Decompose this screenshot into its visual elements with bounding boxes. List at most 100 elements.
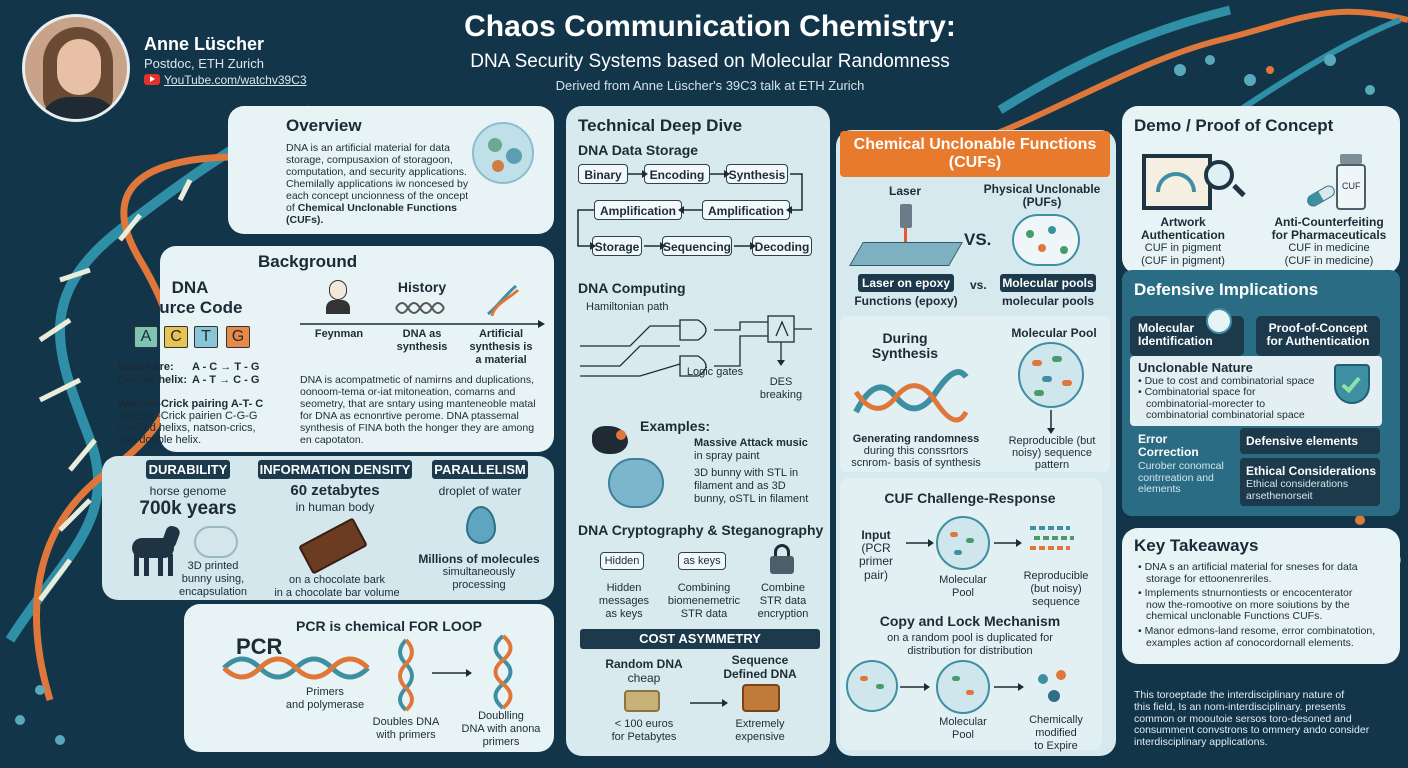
pcr-step-3-line-3: primers [482, 736, 520, 749]
pufs-label: Physical Unclonable (PUFs) [980, 182, 1104, 209]
takeaway-bullet-2: • Implements stnurnontiests or encocente… [1138, 587, 1394, 623]
base-letter-c: C [164, 326, 188, 348]
crypto-item-3: Combine STR data encryption [748, 582, 818, 622]
parallelism-label: PARALLELISM [432, 460, 528, 479]
cost-defined-title: Sequence Defined DNA [720, 653, 800, 682]
cost-defined-price: Extremely expensive [720, 718, 800, 744]
pcr-big: PCR [236, 634, 283, 659]
dna-vial-icon [472, 122, 534, 184]
challenge-pool-line-2: Pool [951, 587, 975, 600]
bunny-filament-icon [608, 458, 664, 508]
base-letter-g: G [226, 326, 250, 348]
pcr-step-3-line-1: Doublling [478, 710, 524, 722]
unclonable-line-2: • Combinatorial space for [1138, 386, 1256, 398]
pcr-step-3-line-2: DNA with anona [461, 723, 541, 736]
demo-item-1-line-4: (CUF in pigment) [1141, 255, 1225, 268]
ethical-text: Ethical considerations arsethenorseit [1246, 478, 1348, 502]
chemical-modification-icon [1034, 668, 1074, 708]
storage-box-amplification-1: Amplification [594, 200, 682, 220]
cufs-title-line-2: (CUFs) [948, 154, 1002, 171]
hidden-box: Hidden [600, 552, 644, 570]
crypto-item-2-line-3: STR data [680, 608, 728, 621]
pcr-primers-dna [222, 656, 370, 680]
generating-line-2: during this conssrtors [863, 445, 969, 458]
spray-paint-splash-icon [592, 426, 628, 454]
durability-caption-1: 3D printed [187, 560, 239, 572]
chemically-line-3: to Expire [1034, 740, 1078, 753]
laser-on-epoxy-tag: Laser on epoxy [858, 274, 954, 292]
history-item-3-line-1: Artificial [478, 328, 523, 340]
cost-random-title: Random DNA cheap [596, 657, 692, 686]
response-line-1: Reproducible [1023, 570, 1089, 582]
storage-title: DNA Data Storage [578, 142, 699, 158]
takeaway-2-line-2: now the-romootive on more soiutions by t… [1146, 598, 1350, 611]
demo-item-1-detail: CUF in pigment (CUF in pigment) [1128, 242, 1238, 268]
pcr-step-3: Doublling DNA with anona primers [454, 710, 548, 750]
durability-caption-3: encapsulation [179, 586, 247, 599]
pcr-step-2-line-2: with primers [376, 729, 436, 742]
speaker-link[interactable]: YouTube.com/watchv39C3 [164, 73, 307, 87]
durability-caption: 3D printed bunny using, encapsulation [170, 560, 256, 600]
pcr-step-2-line-1: Doubles DNA [372, 716, 440, 728]
overview-text-body: DNA is an artificial material for data s… [286, 142, 469, 215]
puf-molecule-pool-icon [1012, 214, 1080, 266]
durability-caption-2: bunny using, [181, 573, 245, 586]
dna-strand-icon [395, 302, 445, 314]
bases-label: Bases are: [118, 361, 174, 373]
mol-line-2: Identification [1138, 334, 1213, 349]
technical-title: Technical Deep Dive [578, 116, 743, 135]
information-density-label: INFORMATION DENSITY [258, 460, 412, 479]
pcr-step-2: Doubles DNA with primers [356, 716, 456, 742]
logic-gates-label: Logic gates [686, 366, 744, 378]
during-line-1: During [882, 330, 928, 346]
example-1-line-1: Massive Attack music [694, 437, 808, 449]
demo-item-2: Anti-Counterfeiting for Pharmaceuticals [1262, 215, 1396, 243]
page-subtitle: DNA Security Systems based on Molecular … [470, 51, 950, 72]
mol-line-1: Molecular [1138, 321, 1195, 335]
example-2-line-3: bunny, oSTL in filament [694, 493, 809, 506]
cost-defined-line-4: expensive [735, 731, 785, 744]
pairing-text-4: and double helix. [118, 434, 202, 446]
error-line-1: Error [1138, 432, 1168, 446]
history-item-3-line-3: a material [475, 354, 527, 367]
history-title: History [397, 279, 447, 295]
density-line: in human body [295, 500, 375, 514]
reproducible-line-3: pattern [1034, 459, 1070, 472]
speaker-role: Postdoc, ETH Zurich [144, 56, 264, 71]
horse-icon [124, 524, 186, 578]
cost-asymmetry-label: COST ASYMMETRY [580, 629, 820, 649]
crypto-item-2-line-1: Combining [677, 582, 731, 594]
crypto-item-3-line-2: STR data [759, 595, 807, 608]
copy-lock-title: Copy and Lock Mechanism [879, 613, 1061, 629]
challenge-input: Input (PCR primer pair) [848, 528, 904, 582]
challenge-arrow-1 [906, 539, 934, 547]
dna-title-line-1: DNA [171, 278, 209, 297]
cost-random-line-4: for Petabytes [611, 731, 677, 744]
crypto-item-1-line-1: Hidden [606, 582, 642, 594]
laser-label: Laser [888, 184, 922, 198]
printed-bunny-icon [194, 526, 238, 558]
history-item-3-line-2: synthesis is [469, 341, 533, 354]
page-title: Chaos Communication Chemistry: [464, 10, 956, 43]
molecular-pool-icon [1018, 342, 1084, 408]
poc-line-2: for Authentication [1266, 334, 1370, 349]
examples-title: Examples: [640, 418, 711, 434]
error-correction-title: Error Correction [1138, 432, 1199, 459]
copy-pool-line-1: Molecular [939, 716, 987, 728]
copy-arrow-1 [900, 683, 930, 691]
demo-item-2-line-2: for Pharmaceuticals [1271, 228, 1387, 243]
padlock-icon [770, 544, 794, 574]
source-line: Derived from Anne Lüscher's 39C3 talk at… [555, 78, 865, 93]
speaker-name: Anne Lüscher [144, 34, 265, 54]
example-2-line-1: 3D bunny with STL in [694, 467, 799, 479]
random-dna-coin-stack-icon [624, 690, 660, 712]
storage-box-amplification-2: Amplification [702, 200, 790, 220]
storage-box-binary: Binary [578, 164, 628, 184]
crypto-item-1-line-2: messages [598, 595, 650, 608]
unclonable-title: Unclonable Nature [1138, 360, 1253, 375]
chemically-modified-label: Chemically modified to Expire [1016, 714, 1096, 754]
demo-item-2-detail: CUF in medicine (CUF in medicine) [1262, 242, 1396, 268]
footer-line-5: interdisciplinary applications. [1134, 736, 1268, 748]
density-caption-2: in a chocolate bar volume [274, 587, 400, 600]
defensive-elements-label: Defensive elements [1246, 434, 1359, 448]
